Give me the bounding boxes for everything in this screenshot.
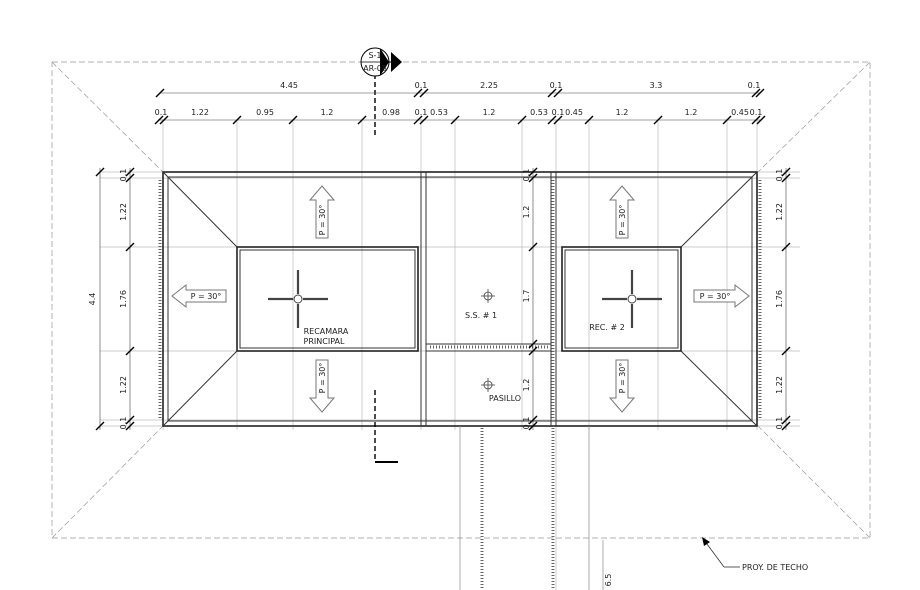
- dim-top-0-1b: 0.1: [550, 81, 563, 90]
- ceiling-fan-icon: [268, 270, 328, 328]
- dim-right-1-22b: 1.22: [775, 376, 784, 394]
- dim-d-3: 1.2: [321, 108, 334, 117]
- dim-top-0-1a: 0.1: [415, 81, 428, 90]
- slope-arrow-bottom-right: P = 30°: [608, 359, 636, 413]
- dim-left-0-1a: 0.1: [119, 169, 128, 182]
- ceiling-light-icon: [481, 289, 495, 303]
- room-label-recamara: RECAMARA: [304, 327, 349, 336]
- slope-arrow-top-left: P = 30°: [308, 185, 336, 239]
- annotation-label: PROY. DE TECHO: [742, 563, 808, 572]
- dim-right-1-76: 1.76: [775, 290, 784, 308]
- dim-top-2-25: 2.25: [480, 81, 498, 90]
- dim-right-1-22a: 1.22: [775, 203, 784, 221]
- dims-middle: 0.1 1.2 1.7 1.2 0.1: [522, 167, 538, 431]
- dim-mid-0-1b: 0.1: [522, 417, 531, 430]
- dim-d-10: 0.45: [565, 108, 583, 117]
- dim-top-4-45: 4.45: [280, 81, 298, 90]
- dim-d-8: 0.53: [530, 108, 548, 117]
- dim-d-12: 1.2: [685, 108, 698, 117]
- slope-arrow-bottom-left: P = 30°: [308, 359, 336, 413]
- building-walls: [158, 171, 762, 427]
- dim-top-0-1c: 0.1: [748, 81, 761, 90]
- ceiling-light-icon: [481, 378, 495, 392]
- ceiling-fan-icon: [602, 270, 662, 328]
- dims-top-overall: 4.45 0.1 2.25 0.1 3.3 0.1: [155, 81, 765, 98]
- dim-d-4: 0.98: [382, 108, 400, 117]
- dim-d-2: 0.95: [256, 108, 274, 117]
- dim-d-6: 0.53: [430, 108, 448, 117]
- dim-d-9: 0.1: [552, 108, 565, 117]
- slope-arrow-left: P = 30°: [171, 283, 227, 309]
- grid-lines: [100, 120, 800, 590]
- room-label-rec2: REC. # 2: [589, 323, 625, 332]
- slope-right-label: P = 30°: [700, 292, 731, 301]
- dim-mid-1-7: 1.7: [522, 290, 531, 303]
- dim-left-4-4: 4.4: [88, 293, 97, 306]
- section-marker-bottom: AR-08: [363, 64, 387, 73]
- slope-arrow-right: P = 30°: [693, 283, 750, 309]
- dims-right: 0.1 1.22 1.76 1.22 0.1: [775, 167, 791, 431]
- dim-d-1: 1.22: [191, 108, 209, 117]
- room-label-principal: PRINCIPAL: [304, 337, 345, 346]
- dim-left-0-1b: 0.1: [119, 417, 128, 430]
- dim-left-1-22a: 1.22: [119, 203, 128, 221]
- room-label-pasillo: PASILLO: [489, 394, 521, 403]
- dim-d-0: 0.1: [155, 108, 168, 117]
- dims-top-detail: 0.1 1.22 0.95 1.2 0.98 0.1 0.53 1.2 0.53…: [154, 108, 766, 125]
- dim-left-1-76: 1.76: [119, 290, 128, 308]
- dim-mid-1-2b: 1.2: [522, 379, 531, 392]
- slope-top-right-label: P = 30°: [618, 205, 627, 236]
- dim-d-14: 0.1: [750, 108, 763, 117]
- dim-left-1-22b: 1.22: [119, 376, 128, 394]
- dim-right-0-1a: 0.1: [775, 169, 784, 182]
- roof-projection: [51, 61, 871, 539]
- section-marker: S-1 AR-08: [360, 47, 402, 463]
- slope-bottom-left-label: P = 30°: [318, 363, 327, 394]
- lower-extension: [459, 426, 604, 590]
- dim-mid-0-1a: 0.1: [522, 169, 531, 182]
- dim-d-7: 1.2: [483, 108, 496, 117]
- dim-d-5: 0.1: [415, 108, 428, 117]
- dim-right-0-1b: 0.1: [775, 417, 784, 430]
- dim-top-3-3: 3.3: [650, 81, 663, 90]
- dim-d-11: 1.2: [616, 108, 629, 117]
- dim-bottom-6-5: 6.5: [604, 574, 613, 587]
- dims-left: 4.4 0.1 1.22 1.76 1.22 0.1: [88, 167, 135, 431]
- slope-top-left-label: P = 30°: [318, 205, 327, 236]
- dim-d-13: 0.45: [731, 108, 749, 117]
- annotation-roof-projection: PROY. DE TECHO: [702, 537, 808, 572]
- room-label-ss: S.S. # 1: [465, 311, 497, 320]
- dim-mid-1-2a: 1.2: [522, 206, 531, 219]
- section-marker-top: S-1: [368, 51, 381, 60]
- slope-left-label: P = 30°: [191, 292, 222, 301]
- slope-bottom-right-label: P = 30°: [618, 363, 627, 394]
- slope-arrow-top-right: P = 30°: [608, 185, 636, 239]
